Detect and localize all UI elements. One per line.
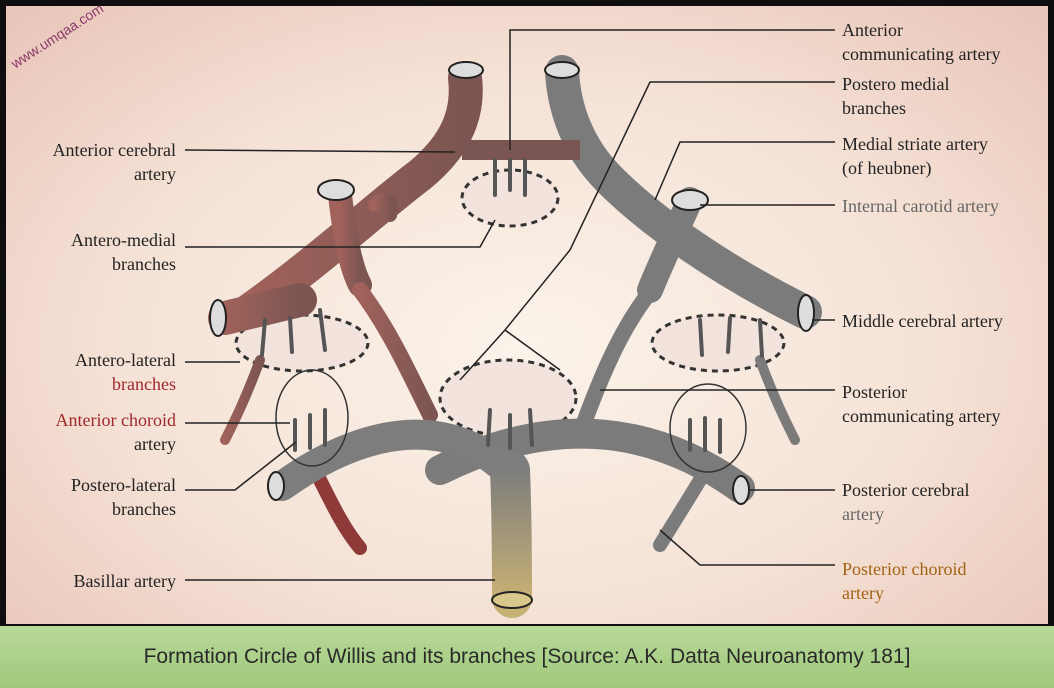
label-line: branches <box>112 254 176 274</box>
label-line: branches <box>112 374 176 394</box>
label-line: Anterior <box>842 20 903 40</box>
label-line: Postero-lateral <box>71 475 176 495</box>
vessel-ends <box>209 61 815 609</box>
posterior-vessels <box>267 419 532 618</box>
label-postero-lateral-branches: Postero-lateral branches <box>71 473 176 521</box>
label-line: branches <box>112 499 176 519</box>
label-postero-medial-branches: Postero medial branches <box>842 72 949 120</box>
label-anterior-cerebral-artery: Anterior cerebral artery <box>53 138 176 186</box>
label-line: artery <box>842 504 884 524</box>
antero-lateral-field-right <box>650 313 786 373</box>
label-line: Posterior cerebral <box>842 480 970 500</box>
label-line: Antero-medial <box>71 230 176 250</box>
label-line: Middle cerebral artery <box>842 311 1003 331</box>
label-line: artery <box>134 434 176 454</box>
label-line: branches <box>842 98 906 118</box>
dotted-branch-fields <box>234 168 786 438</box>
label-line: Posterior choroid <box>842 559 967 579</box>
label-line: Medial striate artery <box>842 134 988 154</box>
label-anterior-communicating-artery: Anterior communicating artery <box>842 18 1000 66</box>
label-anterior-choroid-artery: Anterior choroid artery <box>56 408 176 456</box>
label-medial-striate-artery: Medial striate artery (of heubner) <box>842 132 988 180</box>
antero-lateral-field-left <box>234 313 370 373</box>
label-line: Antero-lateral <box>75 350 176 370</box>
label-line: Postero medial <box>842 74 950 94</box>
postero-medial-field <box>438 358 578 438</box>
label-internal-carotid-artery: Internal carotid artery <box>842 194 999 218</box>
left-vessels <box>208 61 483 555</box>
label-line: Basillar artery <box>73 571 176 591</box>
label-antero-medial-branches: Antero-medial branches <box>71 228 176 276</box>
label-posterior-choroid-artery: Posterior choroid artery <box>842 557 966 605</box>
label-line: Internal carotid artery <box>842 196 999 216</box>
label-basillar-artery: Basillar artery <box>74 569 176 593</box>
figure-caption: Formation Circle of Willis and its branc… <box>143 645 911 668</box>
leader-lines <box>184 29 835 581</box>
label-antero-lateral-branches: Antero-lateral branches <box>75 348 176 396</box>
circled-branch-groups <box>275 369 747 473</box>
label-line: artery <box>134 164 176 184</box>
label-middle-cerebral-artery: Middle cerebral artery <box>842 309 1003 333</box>
label-line: (of heubner) <box>842 158 932 178</box>
label-line: artery <box>842 583 884 603</box>
label-line: Anterior cerebral <box>52 140 176 160</box>
small-branches <box>260 158 764 454</box>
label-posterior-cerebral-artery: Posterior cerebral artery <box>842 478 969 526</box>
caption-bar <box>0 626 1054 688</box>
label-line: communicating artery <box>842 406 1001 426</box>
label-line: communicating artery <box>842 44 1001 64</box>
label-line: Posterior <box>842 382 907 402</box>
label-line: Anterior choroid <box>55 410 176 430</box>
label-posterior-communicating-artery: Posterior communicating artery <box>842 380 1000 428</box>
